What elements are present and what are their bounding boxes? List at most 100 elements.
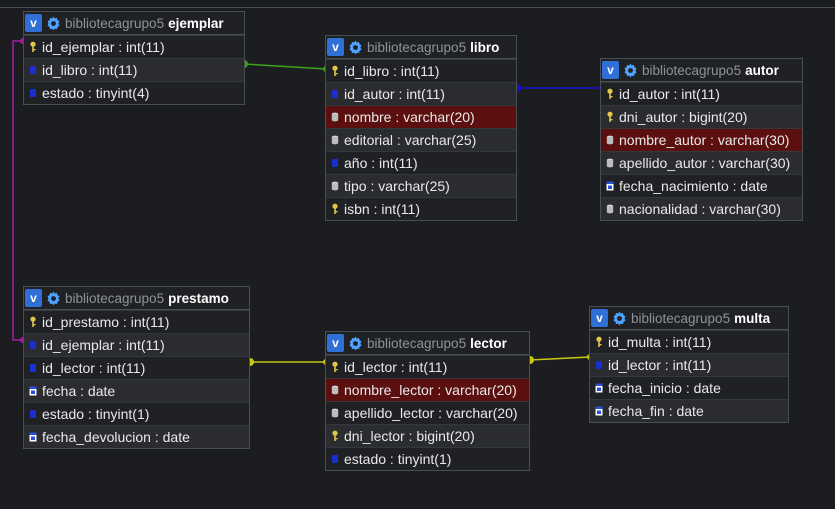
column-row[interactable]: id_prestamo : int(11) — [24, 310, 249, 333]
gear-icon[interactable] — [623, 62, 638, 78]
column-row[interactable]: tipo : varchar(25) — [326, 174, 516, 197]
column-label: tipo : varchar(25) — [344, 178, 450, 194]
gear-icon[interactable] — [348, 39, 363, 55]
key-icon — [29, 41, 37, 53]
column-label: nombre : varchar(20) — [344, 109, 475, 125]
table-name: autor — [745, 62, 779, 78]
table-name: prestamo — [168, 290, 229, 306]
view-toggle-button[interactable]: v — [602, 61, 619, 79]
column-row[interactable]: dni_lector : bigint(20) — [326, 424, 529, 447]
column-row[interactable]: nombre_autor : varchar(30) — [601, 128, 802, 151]
column-row[interactable]: editorial : varchar(25) — [326, 128, 516, 151]
table-database-name: bibliotecagrupo5 — [65, 290, 165, 306]
index-icon — [29, 408, 37, 420]
column-row[interactable]: fecha_fin : date — [590, 399, 788, 422]
table-database-name: bibliotecagrupo5 — [642, 62, 742, 78]
gear-icon[interactable] — [612, 310, 627, 326]
table-database-name: bibliotecagrupo5 — [367, 39, 467, 55]
gear-icon[interactable] — [348, 335, 363, 351]
column-row[interactable]: nombre_lector : varchar(20) — [326, 378, 529, 401]
column-row[interactable]: isbn : int(11) — [326, 197, 516, 220]
column-row[interactable]: id_libro : int(11) — [24, 58, 244, 81]
column-label: id_libro : int(11) — [42, 62, 138, 78]
key-icon — [331, 361, 339, 373]
key-icon — [606, 111, 614, 123]
column-row[interactable]: fecha_inicio : date — [590, 376, 788, 399]
column-row[interactable]: estado : tinyint(1) — [326, 447, 529, 470]
column-row[interactable]: estado : tinyint(4) — [24, 81, 244, 104]
column-row[interactable]: id_lector : int(11) — [590, 353, 788, 376]
column-row[interactable]: id_ejemplar : int(11) — [24, 333, 249, 356]
column-row[interactable]: apellido_autor : varchar(30) — [601, 151, 802, 174]
column-label: estado : tinyint(1) — [42, 406, 150, 422]
column-label: dni_lector : bigint(20) — [344, 428, 475, 444]
view-toggle-button[interactable]: v — [591, 309, 608, 327]
column-row[interactable]: id_ejemplar : int(11) — [24, 35, 244, 58]
relation-multa-lector — [529, 356, 591, 361]
column-row[interactable]: año : int(11) — [326, 151, 516, 174]
column-row[interactable]: id_autor : int(11) — [326, 82, 516, 105]
column-label: nacionalidad : varchar(30) — [619, 201, 781, 217]
column-label: fecha_devolucion : date — [42, 429, 190, 445]
column-label: fecha_nacimiento : date — [619, 178, 768, 194]
column-label: estado : tinyint(1) — [344, 451, 452, 467]
index-icon — [29, 362, 37, 374]
column-label: nombre_lector : varchar(20) — [344, 382, 517, 398]
view-toggle-button[interactable]: v — [327, 334, 344, 352]
table-name: libro — [470, 39, 500, 55]
gear-icon[interactable] — [46, 290, 61, 306]
column-row[interactable]: nacionalidad : varchar(30) — [601, 197, 802, 220]
column-row[interactable]: estado : tinyint(1) — [24, 402, 249, 425]
date-icon — [595, 382, 603, 394]
text-icon — [331, 407, 339, 419]
column-label: dni_autor : bigint(20) — [619, 109, 748, 125]
gear-icon[interactable] — [46, 15, 61, 31]
column-row[interactable]: id_autor : int(11) — [601, 82, 802, 105]
column-row[interactable]: dni_autor : bigint(20) — [601, 105, 802, 128]
view-toggle-button[interactable]: v — [327, 38, 344, 56]
table-name: ejemplar — [168, 15, 224, 31]
date-icon — [29, 431, 37, 443]
column-row[interactable]: id_multa : int(11) — [590, 330, 788, 353]
column-label: id_libro : int(11) — [344, 63, 440, 79]
column-row[interactable]: id_lector : int(11) — [24, 356, 249, 379]
text-icon — [331, 134, 339, 146]
key-icon — [595, 336, 603, 348]
index-icon — [331, 88, 339, 100]
view-toggle-button[interactable]: v — [25, 289, 42, 307]
column-row[interactable]: fecha : date — [24, 379, 249, 402]
key-icon — [606, 88, 614, 100]
relation-ejemplar-libro — [243, 63, 327, 70]
column-row[interactable]: fecha_devolucion : date — [24, 425, 249, 448]
column-row[interactable]: nombre : varchar(20) — [326, 105, 516, 128]
column-row[interactable]: id_lector : int(11) — [326, 355, 529, 378]
text-icon — [606, 157, 614, 169]
text-icon — [331, 384, 339, 396]
date-icon — [595, 405, 603, 417]
index-icon — [595, 359, 603, 371]
column-row[interactable]: fecha_nacimiento : date — [601, 174, 802, 197]
key-icon — [331, 430, 339, 442]
column-label: apellido_lector : varchar(20) — [344, 405, 518, 421]
column-row[interactable]: id_libro : int(11) — [326, 59, 516, 82]
column-label: id_lector : int(11) — [42, 360, 146, 376]
column-row[interactable]: apellido_lector : varchar(20) — [326, 401, 529, 424]
column-label: apellido_autor : varchar(30) — [619, 155, 791, 171]
view-toggle-button[interactable]: v — [25, 14, 42, 32]
column-label: nombre_autor : varchar(30) — [619, 132, 790, 148]
column-label: estado : tinyint(4) — [42, 85, 150, 101]
table-database-name: bibliotecagrupo5 — [65, 15, 165, 31]
date-icon — [29, 385, 37, 397]
